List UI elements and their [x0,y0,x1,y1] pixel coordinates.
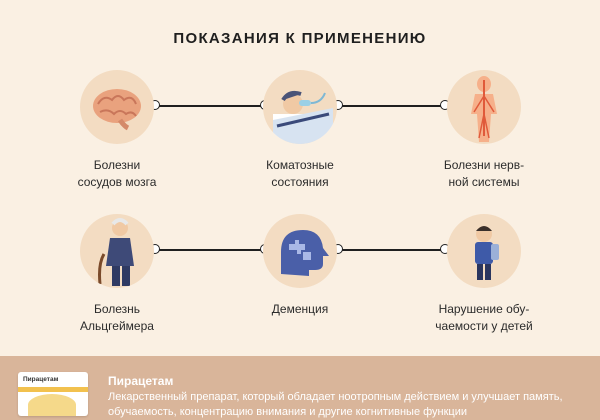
caption-dementia: Деменция [271,302,329,316]
medicine-pack-image: Пирацетам [18,372,88,416]
indications-row-2: Болезнь Альцгеймера Деменция Нарушение о… [0,214,600,354]
connector-line [339,105,449,107]
indications-row-1: Болезни сосудов мозга Коматозные состоян… [0,70,600,210]
drug-description: Лекарственный препарат, который обладает… [108,391,563,418]
patient-in-bed-icon [263,70,337,144]
brain-icon [80,70,154,144]
elderly-man-icon [80,214,154,288]
page-title: ПОКАЗАНИЯ К ПРИМЕНЕНИЮ [173,30,427,47]
caption-alzheimer: Болезнь Альцгеймера [80,302,154,333]
nervous-system-icon [447,70,521,144]
head-puzzle-icon [263,214,337,288]
schoolboy-icon [447,214,521,288]
connector-line [339,249,449,251]
caption-coma: Коматозные состояния [266,158,334,189]
pack-graphic [28,394,76,416]
caption-nervous-system: Болезни нерв- ной системы [443,158,525,189]
caption-learning-disorder: Нарушение обу- чаемости у детей [435,302,533,333]
connector-line [159,105,279,107]
drug-info-panel: Пирацетам Пирацетам Лекарственный препар… [0,356,600,420]
connector-line [159,249,269,251]
pack-label: Пирацетам [23,376,59,383]
pack-stripe [18,387,88,392]
drug-name: Пирацетам [108,374,174,388]
caption-cerebrovascular: Болезни сосудов мозга [77,158,157,189]
